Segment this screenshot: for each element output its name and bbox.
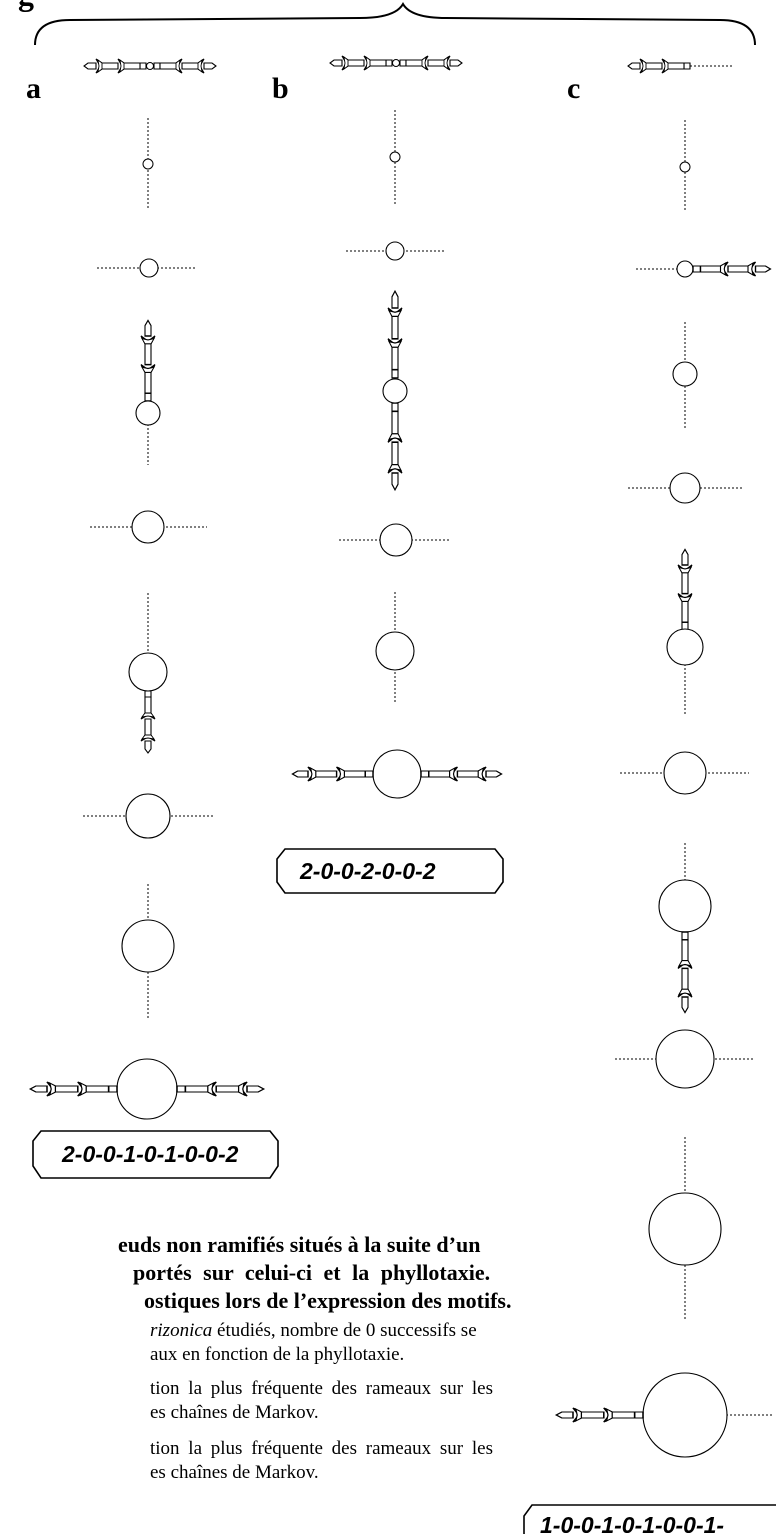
node-b6	[292, 750, 501, 798]
node-a2	[97, 259, 197, 277]
caption-line-6: tion la plus fréquente des rameaux sur l…	[150, 1378, 493, 1400]
caption-line-9: es chaînes de Markov.	[150, 1462, 319, 1484]
node-a8	[30, 1059, 264, 1119]
column-a	[30, 118, 264, 1119]
column-b	[292, 110, 501, 798]
caption-line-7: es chaînes de Markov.	[150, 1402, 319, 1424]
node-c2	[636, 261, 771, 277]
caption-bold-line-2: portés sur celui-ci et la phyllotaxie.	[133, 1260, 490, 1286]
column-b-letter: b	[272, 74, 289, 104]
node-a5	[129, 593, 167, 753]
caption-line-5: aux en fonction de la phyllotaxie.	[150, 1344, 404, 1366]
caption-bold-line-3: ostiques lors de l’expression des motifs…	[144, 1288, 512, 1314]
node-a6	[83, 794, 213, 838]
caption-line-4: rizonica étudiés, nombre de 0 successifs…	[150, 1320, 477, 1342]
header-title-fragment: g	[18, 0, 34, 10]
column-a-letter: a	[26, 74, 41, 104]
caption-bold-line-1: euds non ramifiés situés à la suite d’un	[118, 1232, 480, 1258]
node-c10	[556, 1373, 773, 1457]
node-c9	[649, 1137, 721, 1320]
node-c1	[680, 120, 690, 212]
column-c-letter: c	[567, 74, 580, 104]
node-c7	[659, 843, 711, 1013]
header-brace	[35, 4, 755, 45]
node-c4	[628, 473, 743, 503]
sequence-label-b: 2-0-0-2-0-0-2	[300, 857, 436, 885]
node-c5	[667, 549, 703, 714]
caption-line-8: tion la plus fréquente des rameaux sur l…	[150, 1438, 493, 1460]
sequence-label-a: 2-0-0-1-0-1-0-0-2	[62, 1140, 238, 1168]
node-a3	[136, 320, 160, 465]
node-b2	[346, 242, 445, 260]
node-b5	[376, 592, 414, 704]
node-c3	[673, 322, 697, 428]
node-a1	[143, 118, 153, 210]
node-b1	[390, 110, 400, 205]
node-c8	[615, 1030, 755, 1088]
column-a-top-shoot	[84, 59, 216, 73]
caption-line-4-rest: étudiés, nombre de 0 successifs se	[212, 1320, 476, 1341]
node-a7	[122, 884, 174, 1018]
node-a4	[90, 511, 207, 543]
figure-caption: euds non ramifiés situés à la suite d’un…	[0, 1232, 520, 1532]
node-b4	[339, 524, 451, 556]
column-c-top-shoot	[628, 59, 732, 73]
caption-species-italic: rizonica	[150, 1320, 212, 1341]
column-c	[556, 120, 773, 1457]
sequence-label-c: 1-0-0-1-0-1-0-0-1-	[540, 1511, 724, 1539]
node-c6	[620, 752, 749, 794]
node-b3	[383, 291, 407, 490]
column-b-top-shoot	[330, 56, 462, 70]
